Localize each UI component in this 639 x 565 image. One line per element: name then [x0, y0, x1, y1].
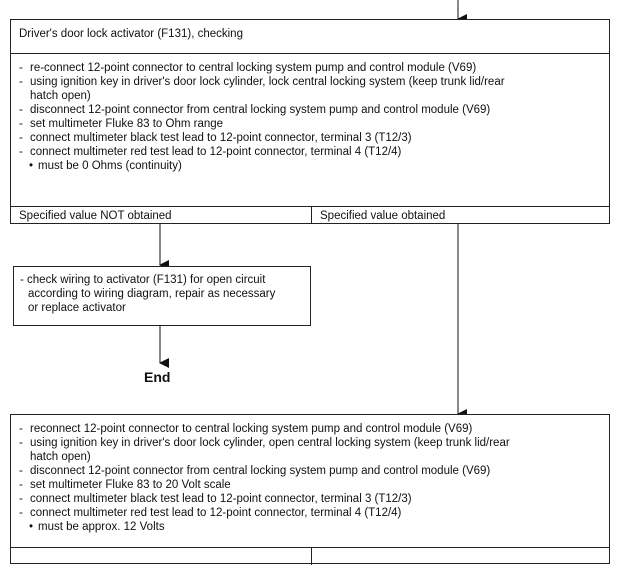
step-item: -connect multimeter red test lead to 12-… [19, 507, 402, 519]
step-item: -disconnect 12-point connector from cent… [19, 104, 491, 116]
step-item: -re-connect 12-point connector to centra… [19, 62, 477, 74]
step-item: -disconnect 12-point connector from cent… [19, 465, 491, 477]
step-item: -connect multimeter black test lead to 1… [19, 493, 412, 505]
box3-steps: -reconnect 12-point connector to central… [11, 415, 609, 534]
step-item: -reconnect 12-point connector to central… [19, 423, 473, 435]
step-item: -connect multimeter red test lead to 12-… [19, 146, 402, 158]
repair-line: or replace activator [28, 302, 126, 314]
check-step-box: Driver's door lock activator (F131), che… [10, 19, 610, 224]
end-label: End [144, 369, 171, 385]
result-line: •must be approx. 12 Volts [29, 521, 165, 533]
repair-step-box: - check wiring to activator (F131) for o… [13, 266, 311, 326]
flow-connectors [159, 0, 467, 419]
step-item: -using ignition key in driver's door loc… [19, 76, 505, 88]
box1-steps: -re-connect 12-point connector to centra… [11, 54, 609, 173]
voltage-check-box: -reconnect 12-point connector to central… [10, 414, 610, 565]
box1-title: Driver's door lock activator (F131), che… [19, 28, 243, 40]
step-item-cont: hatch open) [30, 90, 91, 102]
bullet-icon: • [29, 160, 34, 172]
step-item: -set multimeter Fluke 83 to Ohm range [19, 118, 224, 130]
branch-obtained: Specified value obtained [320, 210, 446, 222]
step-item: -using ignition key in driver's door loc… [19, 437, 510, 449]
step-item-cont: hatch open) [30, 451, 91, 463]
branch-not-obtained: Specified value NOT obtained [19, 210, 172, 222]
result-line: •must be 0 Ohms (continuity) [29, 160, 182, 172]
step-item: -connect multimeter black test lead to 1… [19, 132, 412, 144]
step-item: -set multimeter Fluke 83 to 20 Volt scal… [19, 479, 231, 491]
bullet-icon: • [29, 521, 34, 533]
repair-line: according to wiring diagram, repair as n… [28, 288, 276, 300]
repair-line: - check wiring to activator (F131) for o… [20, 274, 266, 286]
